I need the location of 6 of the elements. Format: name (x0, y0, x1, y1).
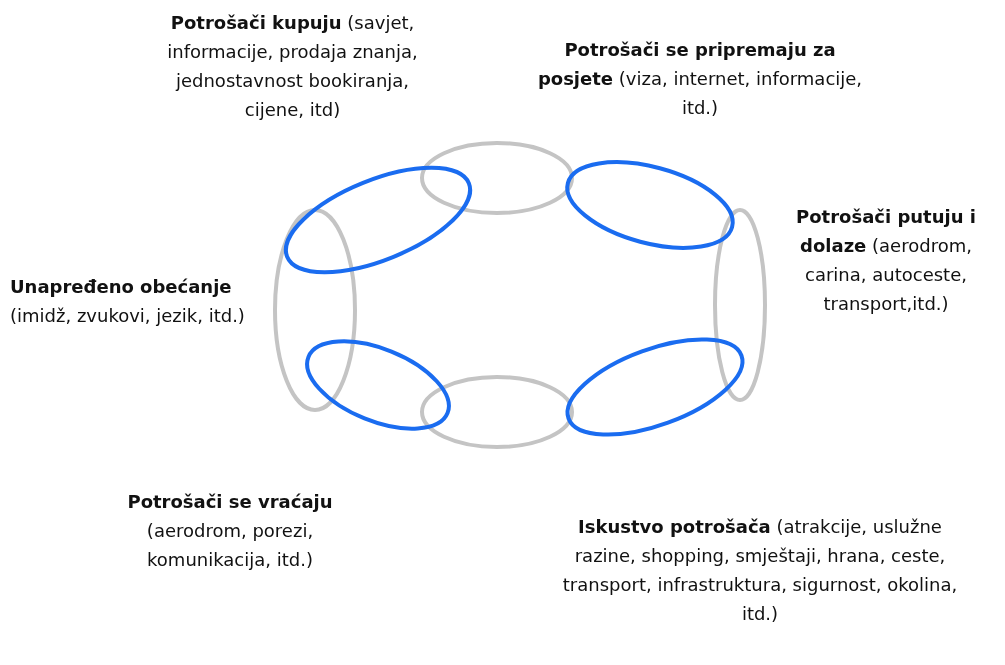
caption-text: Potrošači se vraćaju (aerodrom, porezi, komunikacija, itd.) (126, 490, 334, 572)
caption-text: Potrošači kupuju (savjet, informacije, prodaja znanja, jednostavnost bookiranja, cijene, itd) (166, 11, 419, 122)
caption-text: Unapređeno obećanje (imidž, zvukovi, jezik, itd.) (10, 275, 246, 328)
caption-text: Potrošači se pripremaju za posjete (viza, internet, informacije, itd.) (536, 38, 864, 120)
caption-text: Iskustvo potrošača (atrakcije, uslužne razine, shopping, smještaji, hrana, ceste, transport, infrastruktura, sigurnost, okolina, itd.) (561, 515, 959, 626)
caption-text: Potrošači putuju i dolaze (aerodrom, carina, autoceste, transport,itd.) (795, 205, 977, 316)
